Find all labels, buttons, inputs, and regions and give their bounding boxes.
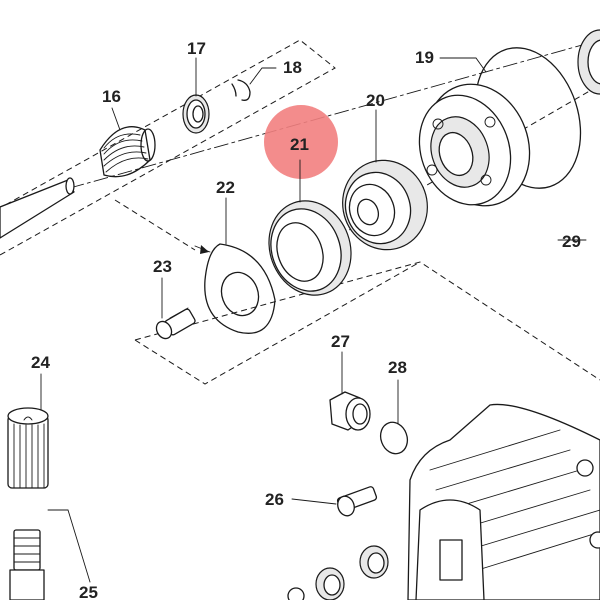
valve-body-part-25 xyxy=(9,529,45,600)
shaft-part xyxy=(0,177,75,239)
label-part-17: 17 xyxy=(187,39,206,58)
label-part-21: 21 xyxy=(290,135,309,154)
plug-part-27 xyxy=(329,391,371,431)
spring-part-16 xyxy=(99,126,156,178)
label-part-16: 16 xyxy=(102,87,121,106)
ball-bearing-part xyxy=(418,83,531,207)
o-ring-part-28 xyxy=(379,421,409,455)
label-part-22: 22 xyxy=(216,178,235,197)
washer-part-22 xyxy=(194,243,276,334)
retainer-part-20 xyxy=(342,159,428,251)
seal-ring-part-17 xyxy=(182,94,210,134)
valve-seat-parts xyxy=(287,545,389,600)
label-part-29: 29 xyxy=(562,232,581,251)
shaft-axis-line xyxy=(69,39,600,189)
pump-housing-part xyxy=(407,403,600,600)
label-part-27: 27 xyxy=(331,332,350,351)
label-part-23: 23 xyxy=(153,257,172,276)
highlight-marker-part-21 xyxy=(264,105,338,179)
housing-cover-part-29 xyxy=(577,29,600,95)
circlip-part-18 xyxy=(231,79,251,101)
screw-part-26 xyxy=(336,486,378,517)
label-part-28: 28 xyxy=(388,358,407,377)
label-part-26: 26 xyxy=(265,490,284,509)
label-part-20: 20 xyxy=(366,91,385,110)
label-part-25: 25 xyxy=(79,583,98,600)
cap-screw-part-23 xyxy=(155,307,196,340)
seal-part-21 xyxy=(268,200,352,296)
label-part-24: 24 xyxy=(31,353,50,372)
label-part-18: 18 xyxy=(283,58,302,77)
valve-cap-part-24 xyxy=(7,407,49,489)
leader-lines xyxy=(40,57,587,583)
label-part-19: 19 xyxy=(415,48,434,67)
